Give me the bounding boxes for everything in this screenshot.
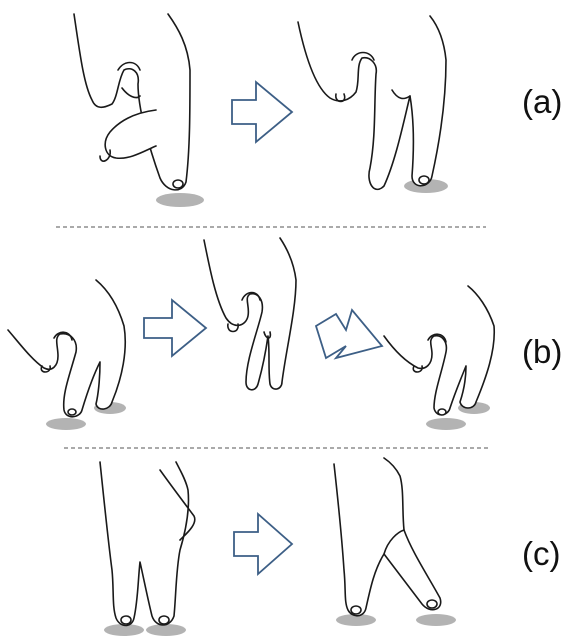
hand-outline: [99, 461, 190, 627]
transition-arrow-icon: [143, 298, 208, 358]
hand-b-first-icon: [7, 279, 127, 430]
hand-b-middle-icon: [203, 237, 297, 391]
contact-shadow: [104, 624, 144, 636]
contact-shadow: [426, 418, 466, 430]
hand-outline: [7, 279, 127, 418]
panel-label-c: (c): [522, 535, 560, 572]
hand-b-last-icon: [383, 285, 496, 430]
fingernail: [426, 599, 438, 609]
fingernail: [158, 615, 170, 625]
fingernail: [350, 605, 362, 615]
palm-line: [159, 469, 196, 541]
finger-crease: [391, 89, 411, 100]
thumb-outline: [40, 331, 73, 373]
fingernail: [172, 179, 184, 189]
hand-c-end-icon: [333, 457, 456, 626]
thumb-outline: [335, 51, 375, 103]
finger-crease: [263, 331, 272, 339]
panel-label-a: (a): [522, 83, 562, 120]
contact-shadow: [156, 193, 204, 207]
hand-outline: [203, 237, 297, 391]
curled-finger: [104, 109, 157, 160]
hand-a-start-icon: [73, 13, 204, 207]
transition-arrow-icon: [231, 80, 294, 144]
row-c: (c): [99, 457, 560, 636]
fingernail: [67, 408, 77, 416]
transition-arrow-diagonal-icon: [314, 308, 384, 360]
contact-shadow: [46, 418, 86, 430]
row-b: (b): [7, 237, 562, 430]
fingernail: [437, 408, 447, 416]
panel-label-b: (b): [522, 333, 562, 370]
row-a: (a): [73, 13, 562, 207]
contact-shadow: [336, 614, 376, 626]
finger-crease: [99, 149, 111, 162]
hand-outline: [383, 285, 496, 416]
thumb-outline: [412, 333, 447, 373]
fingernail: [120, 615, 132, 625]
transition-arrow-icon: [233, 512, 294, 576]
fingernail: [418, 175, 430, 185]
finger-crease: [383, 529, 405, 555]
contact-shadow: [416, 614, 456, 626]
hand-a-end-icon: [297, 15, 448, 193]
contact-shadow: [146, 624, 186, 636]
hand-outline: [73, 13, 191, 191]
thumb-outline: [117, 61, 141, 99]
hand-outline: [333, 457, 442, 617]
hand-outline: [297, 15, 447, 191]
hand-c-start-icon: [99, 461, 196, 636]
thumb-outline: [227, 291, 261, 333]
